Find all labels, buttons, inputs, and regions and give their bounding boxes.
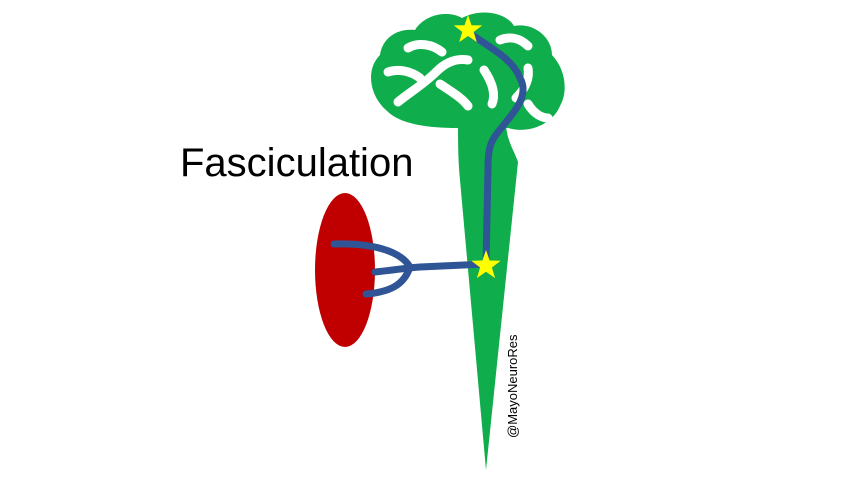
lower-motor-neuron — [330, 240, 490, 298]
brain-sulci — [383, 33, 553, 123]
diagram-title: Fasciculation — [180, 141, 413, 185]
star-icon — [453, 15, 483, 43]
upper-motor-neuron — [464, 28, 527, 268]
spinal-cord — [458, 122, 518, 470]
muscle-icon — [315, 193, 375, 347]
brain-icon — [371, 12, 565, 130]
credit-label: @MayoNeuroRes — [505, 334, 520, 438]
star-icon — [471, 250, 501, 279]
